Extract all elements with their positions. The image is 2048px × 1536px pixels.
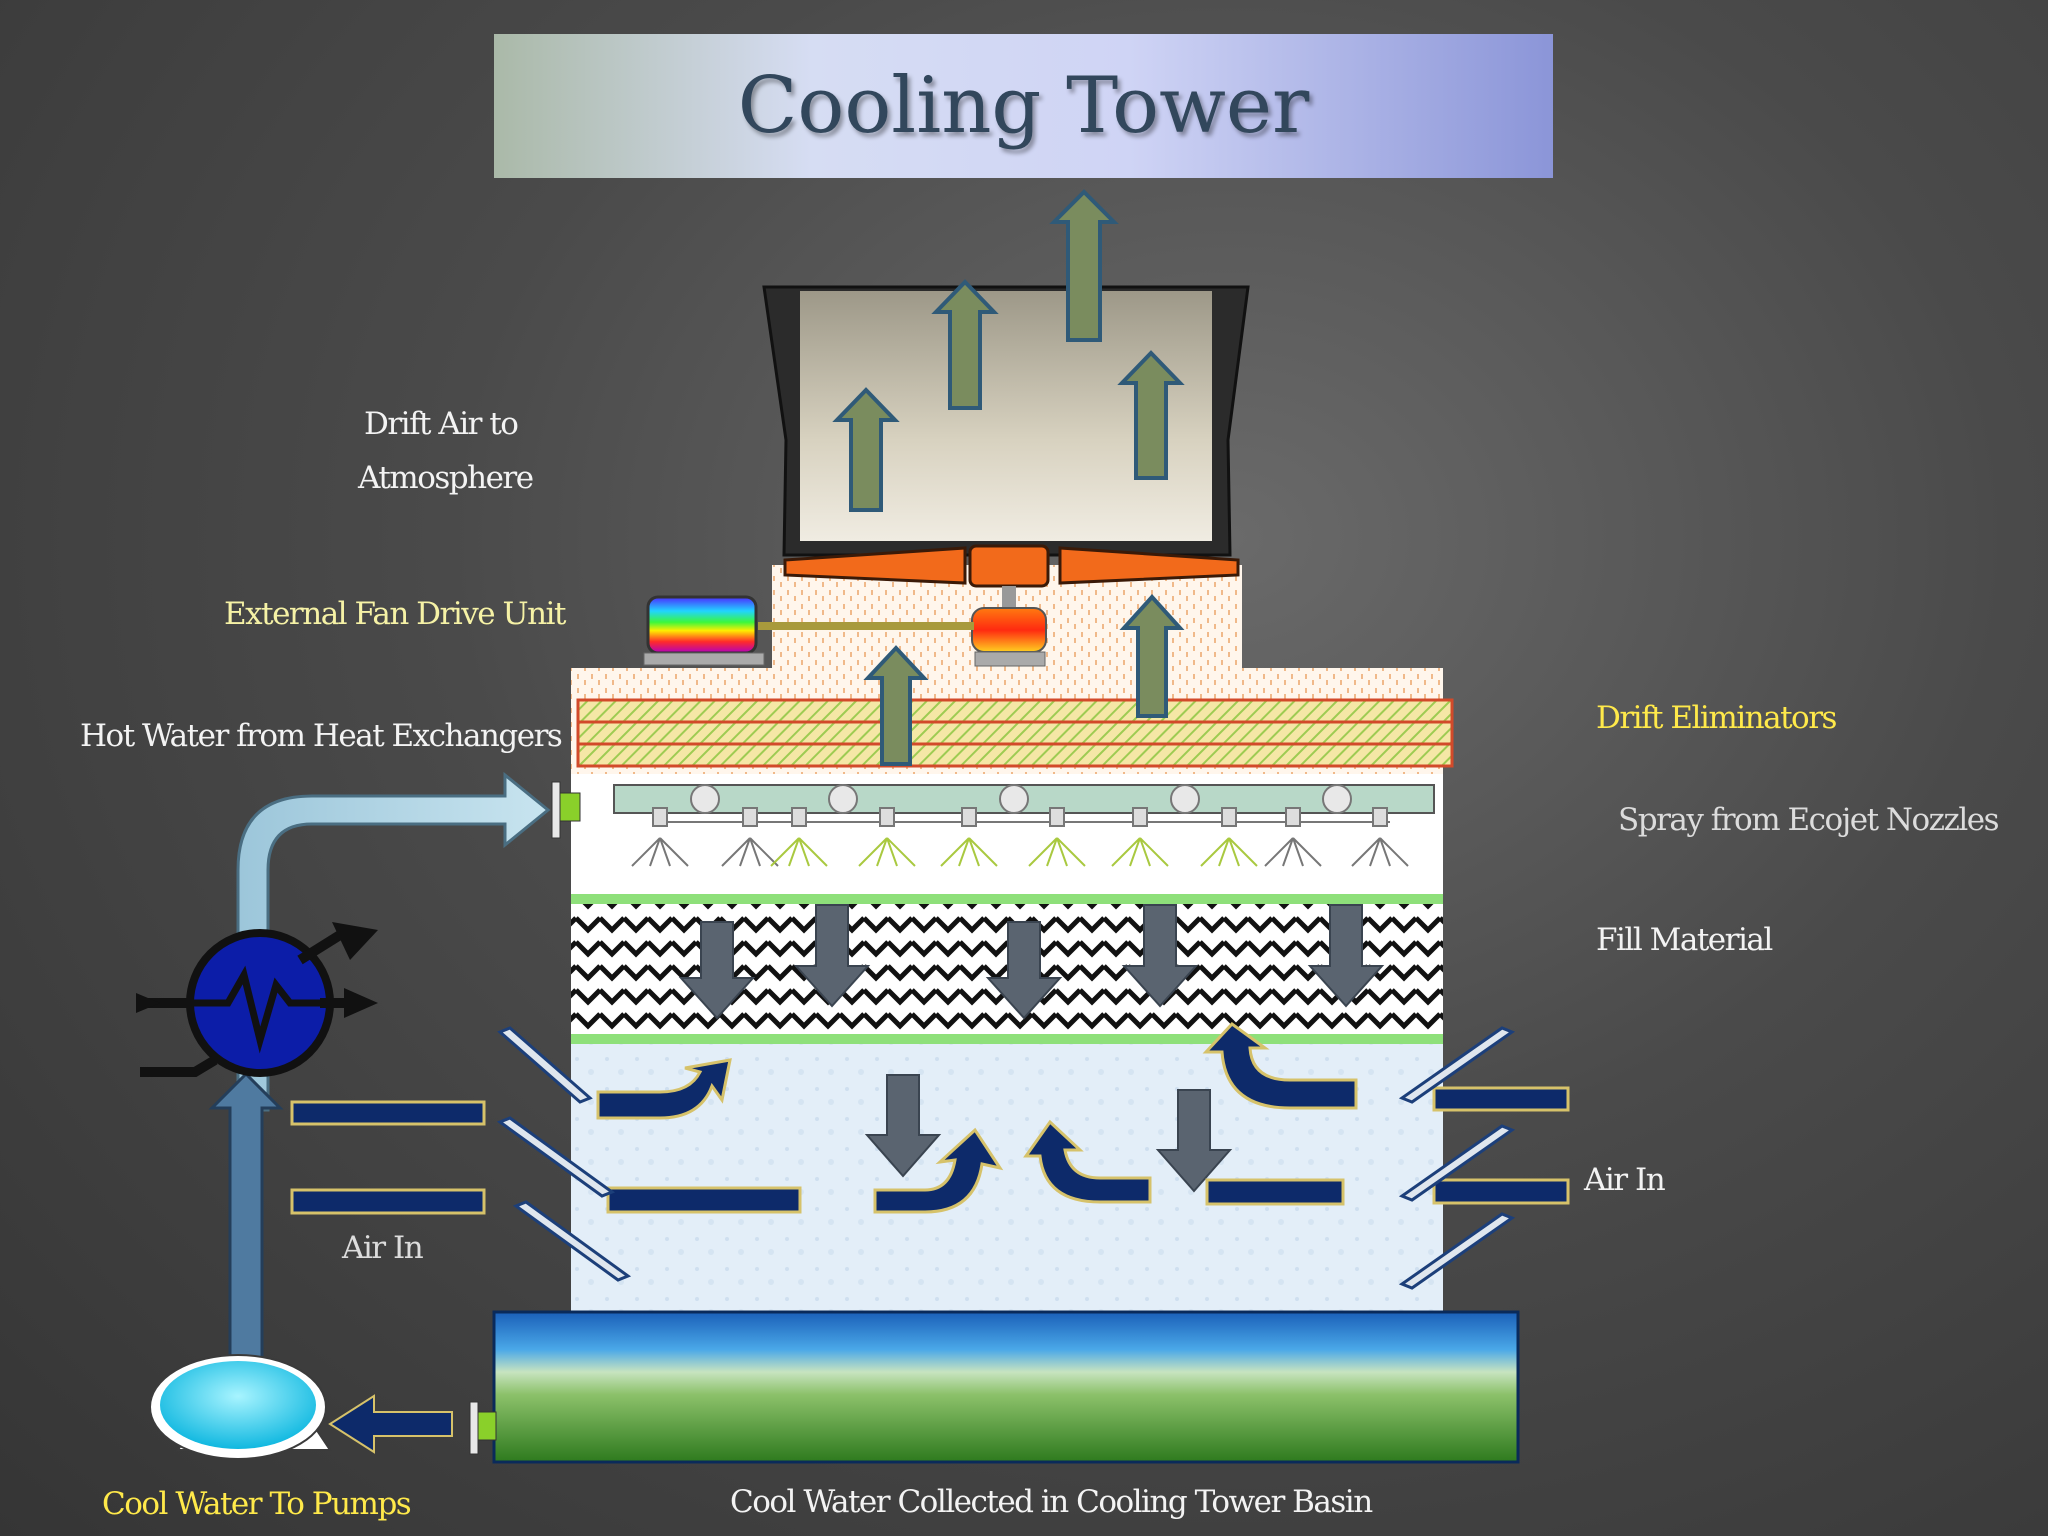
- label-fill-material: Fill Material: [1596, 922, 1773, 958]
- cool-water-riser: [208, 1071, 284, 1374]
- label-drift-air-line2: Atmosphere: [358, 460, 534, 496]
- basin-outlet-arrow: [328, 1394, 453, 1454]
- title-banner: Cooling Tower: [494, 34, 1553, 178]
- gearbox: [971, 607, 1047, 667]
- label-drift-air-line1: Drift Air to: [364, 406, 519, 442]
- air-flow-arrows: [290, 1022, 1570, 1215]
- inlet-valve: [551, 781, 581, 839]
- fan-blades: [783, 544, 1240, 608]
- label-air-in-left: Air In: [342, 1230, 424, 1266]
- label-hot-water: Hot Water from Heat Exchangers: [80, 718, 563, 754]
- cooling-tower-basin: [492, 1310, 1520, 1464]
- label-fan-drive: External Fan Drive Unit: [224, 596, 566, 632]
- label-air-in-right: Air In: [1584, 1162, 1666, 1198]
- air-louvers: [496, 1026, 1516, 1290]
- pump-icon: [149, 1354, 332, 1460]
- spray-nozzles: [631, 807, 1409, 867]
- hot-water-pipe: [236, 771, 551, 1112]
- label-drift-eliminators: Drift Eliminators: [1596, 700, 1837, 736]
- basin-outlet-valve: [469, 1401, 497, 1455]
- air-up-arrows: [832, 189, 1185, 766]
- water-down-arrows: [678, 904, 1385, 1193]
- label-basin: Cool Water Collected in Cooling Tower Ba…: [730, 1484, 1373, 1520]
- label-spray-nozzles: Spray from Ecojet Nozzles: [1618, 802, 2000, 838]
- heat-exchanger-icon: [136, 922, 378, 1077]
- label-cool-water-pumps: Cool Water To Pumps: [102, 1486, 412, 1522]
- page-title: Cooling Tower: [737, 61, 1310, 151]
- drive-shaft: [758, 622, 974, 630]
- fan-motor: [643, 595, 765, 666]
- drift-eliminator-layers: [576, 698, 1454, 768]
